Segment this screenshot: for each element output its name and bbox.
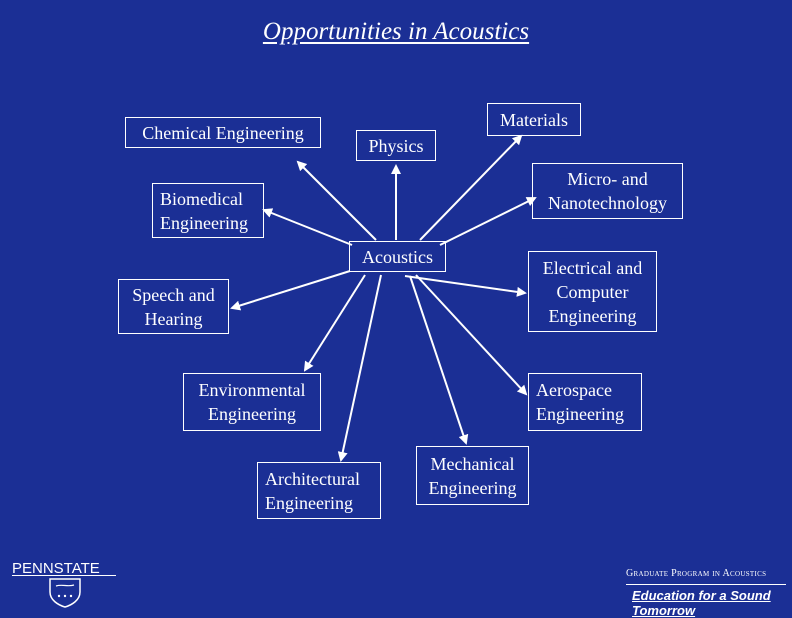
node-aerospace-engineering: Aerospace Engineering xyxy=(528,373,642,431)
footer-rule xyxy=(626,584,786,585)
arrow-to-electrical xyxy=(404,275,527,297)
penn-state-logo: PENNSTATE xyxy=(12,560,122,610)
node-architectural-engineering: Architectural Engineering xyxy=(257,462,381,519)
logo-rule xyxy=(12,575,116,576)
arrow-to-micro xyxy=(439,197,537,246)
arrow-to-materials xyxy=(419,134,523,241)
node-mechanical-engineering: Mechanical Engineering xyxy=(416,446,529,505)
arrow-to-biomedical xyxy=(262,208,353,246)
node-environmental-engineering: Environmental Engineering xyxy=(183,373,321,431)
arrow-to-environmental xyxy=(303,274,366,372)
node-biomedical-engineering: Biomedical Engineering xyxy=(152,183,264,238)
node-acoustics-center: Acoustics xyxy=(349,241,446,272)
node-electrical-computer-engineering: Electrical and Computer Engineering xyxy=(528,251,657,332)
arrow-to-chemical xyxy=(296,160,377,241)
node-micro-nanotechnology: Micro- and Nanotechnology xyxy=(532,163,683,219)
footer-tagline: Education for a Sound Tomorrow xyxy=(632,588,771,618)
diagram-title: Opportunities in Acoustics xyxy=(262,18,530,45)
node-materials: Materials xyxy=(487,103,581,136)
shield-icon xyxy=(49,578,81,608)
footer-program-name: Graduate Program in Acoustics xyxy=(626,568,767,579)
arrow-to-aerospace xyxy=(415,274,528,396)
node-speech-hearing: Speech and Hearing xyxy=(118,279,229,334)
arrow-to-architectural xyxy=(337,274,382,462)
node-physics: Physics xyxy=(356,130,436,161)
node-chemical-engineering: Chemical Engineering xyxy=(125,117,321,148)
arrow-to-mechanical xyxy=(409,275,469,445)
logo-wordmark: PENNSTATE xyxy=(12,560,100,577)
arrow-to-speech xyxy=(230,270,351,311)
